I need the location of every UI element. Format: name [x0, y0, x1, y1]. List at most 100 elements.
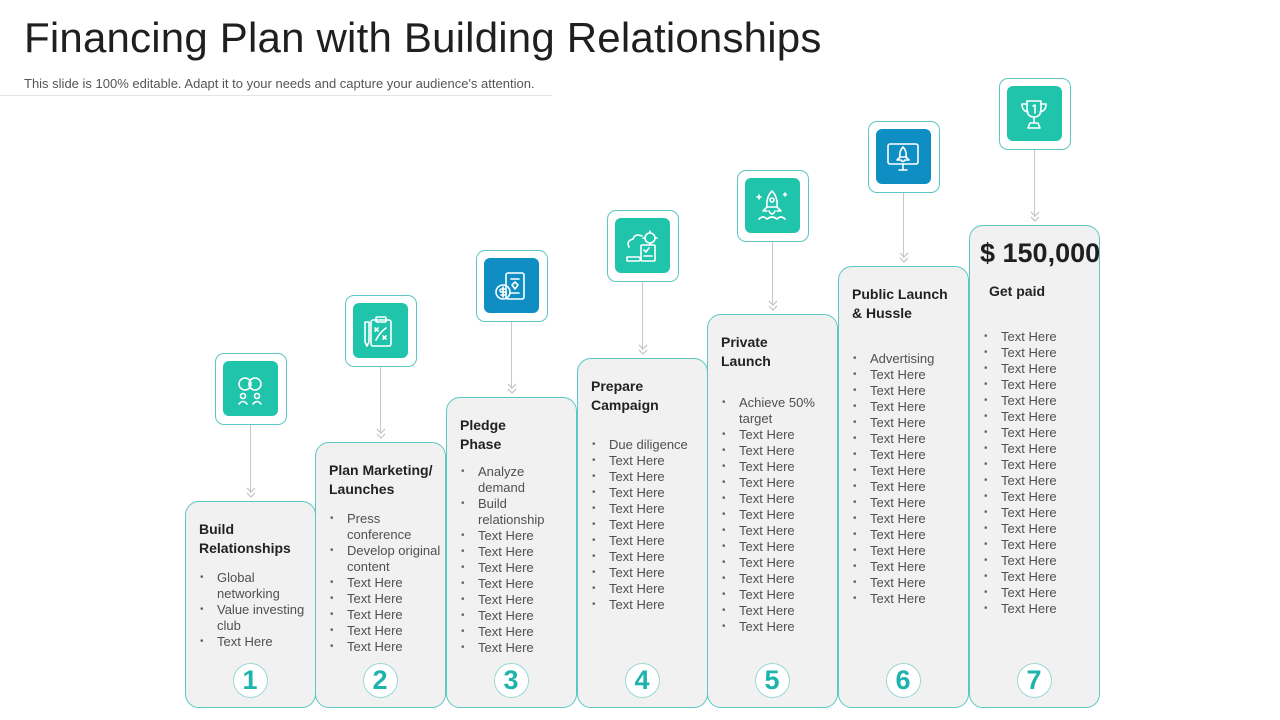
- step-number-badge: 6: [885, 663, 921, 698]
- step-bullet-item: Text Here: [853, 479, 964, 495]
- step-connector-arrow: [767, 242, 779, 312]
- rocket-launch-icon: [744, 178, 800, 233]
- step-bullet-item: Text Here: [722, 619, 833, 635]
- step-bullet-item: Text Here: [984, 425, 1095, 441]
- step-connector-arrow: [375, 367, 387, 440]
- step-icon-frame: [344, 295, 417, 367]
- cloud-gear-report-icon: [614, 218, 670, 273]
- step-bullet-item: Text Here: [984, 489, 1095, 505]
- step-bullet-item: Text Here: [853, 591, 964, 607]
- subtitle-divider: [0, 95, 552, 96]
- step-bullet-item: Text Here: [984, 457, 1095, 473]
- step-title: Get paid: [989, 283, 1046, 299]
- step-number-badge: 3: [493, 663, 529, 698]
- strategy-clipboard-icon: [352, 303, 408, 358]
- step-bullet-item: Text Here: [592, 565, 703, 581]
- slide-title: Financing Plan with Building Relationshi…: [24, 14, 822, 61]
- step-card-3: Pledge PhaseAnalyze demandBuild relation…: [446, 397, 577, 708]
- step-bullet-item: Value investing club: [200, 602, 311, 634]
- step-bullet-list: Due diligenceText HereText HereText Here…: [592, 437, 703, 613]
- step-bullet-list: Text HereText HereText HereText HereText…: [984, 329, 1095, 617]
- step-bullet-list: AdvertisingText HereText HereText HereTe…: [853, 351, 964, 607]
- step-number-badge: 5: [754, 663, 790, 698]
- step-bullet-item: Text Here: [592, 469, 703, 485]
- slide-subtitle: This slide is 100% editable. Adapt it to…: [24, 76, 535, 91]
- step-number-badge: 4: [624, 663, 660, 698]
- step-bullet-item: Text Here: [461, 640, 572, 656]
- step-bullet-list: Achieve 50% targetText HereText HereText…: [722, 395, 833, 635]
- step-icon-frame: [475, 250, 548, 322]
- step-icon-frame: [867, 121, 940, 193]
- step-card-4: Prepare CampaignDue diligenceText HereTe…: [577, 358, 708, 708]
- step-card-5: Private LaunchAchieve 50% targetText Her…: [707, 314, 838, 708]
- step-bullet-item: Text Here: [722, 571, 833, 587]
- step-bullet-item: Text Here: [330, 607, 441, 623]
- step-bullet-item: Text Here: [461, 608, 572, 624]
- step-bullet-item: Advertising: [853, 351, 964, 367]
- step-connector-arrow: [506, 322, 518, 395]
- step-bullet-item: Develop original content: [330, 543, 441, 575]
- step-bullet-item: Text Here: [592, 517, 703, 533]
- step-connector-arrow: [245, 425, 257, 499]
- step-bullet-item: Text Here: [722, 491, 833, 507]
- step-bullet-item: Text Here: [853, 511, 964, 527]
- step-bullet-item: Text Here: [984, 441, 1095, 457]
- step-bullet-item: Text Here: [461, 528, 572, 544]
- step-bullet-list: Analyze demandBuild relationshipText Her…: [461, 464, 572, 656]
- step-bullet-item: Text Here: [853, 575, 964, 591]
- step-card-2: Plan Marketing/ LaunchesPress conference…: [315, 442, 446, 708]
- step-title: Plan Marketing/ Launches: [329, 462, 433, 497]
- step-card-6: Public Launch & HussleAdvertisingText He…: [838, 266, 969, 708]
- dollar-document-icon: [483, 258, 539, 313]
- step-bullet-item: Text Here: [461, 544, 572, 560]
- step-bullet-item: Text Here: [330, 591, 441, 607]
- step-bullet-item: Text Here: [853, 559, 964, 575]
- step-bullet-item: Text Here: [984, 521, 1095, 537]
- trophy-icon: [1006, 86, 1062, 141]
- step-bullet-item: Text Here: [722, 507, 833, 523]
- step-bullet-item: Text Here: [461, 592, 572, 608]
- step-bullet-item: Text Here: [461, 576, 572, 592]
- step-bullet-item: Text Here: [722, 539, 833, 555]
- step-bullet-item: Text Here: [592, 581, 703, 597]
- step-bullet-list: Global networkingValue investing clubTex…: [200, 570, 311, 650]
- step-icon-frame: [998, 78, 1071, 150]
- step-title: Public Launch & Hussle: [852, 286, 948, 321]
- step-bullet-item: Text Here: [984, 377, 1095, 393]
- step-bullet-item: Text Here: [330, 575, 441, 591]
- step-bullet-item: Text Here: [330, 639, 441, 655]
- step-bullet-item: Text Here: [853, 399, 964, 415]
- step-bullet-item: Text Here: [592, 597, 703, 613]
- step-bullet-item: Build relationship: [461, 496, 572, 528]
- step-bullet-item: Text Here: [722, 603, 833, 619]
- step-icon-frame: [214, 353, 287, 425]
- step-bullet-item: Text Here: [330, 623, 441, 639]
- step-bullet-item: Text Here: [984, 361, 1095, 377]
- step-bullet-item: Text Here: [853, 367, 964, 383]
- step-bullet-item: Text Here: [722, 587, 833, 603]
- step-number-badge: 7: [1016, 663, 1052, 698]
- step-bullet-item: Text Here: [592, 501, 703, 517]
- step-bullet-item: Analyze demand: [461, 464, 572, 496]
- step-bullet-item: Text Here: [984, 505, 1095, 521]
- step-bullet-list: Press conferenceDevelop original content…: [330, 511, 441, 655]
- step-bullet-item: Achieve 50% target: [722, 395, 833, 427]
- step-title: Build Relationships: [199, 521, 291, 556]
- step-bullet-item: Text Here: [592, 485, 703, 501]
- step-bullet-item: Text Here: [461, 624, 572, 640]
- step-bullet-item: Text Here: [853, 447, 964, 463]
- step-bullet-item: Text Here: [984, 409, 1095, 425]
- step-bullet-item: Press conference: [330, 511, 441, 543]
- step-bullet-item: Text Here: [461, 560, 572, 576]
- step-bullet-item: Text Here: [984, 569, 1095, 585]
- step-bullet-item: Text Here: [984, 329, 1095, 345]
- chain-link-people-icon: [222, 361, 278, 416]
- step-number-badge: 2: [362, 663, 398, 698]
- step-bullet-item: Text Here: [722, 555, 833, 571]
- step-connector-arrow: [637, 282, 649, 356]
- step-card-1: Build RelationshipsGlobal networkingValu…: [185, 501, 316, 708]
- monitor-rocket-icon: [875, 129, 931, 184]
- step-bullet-item: Text Here: [722, 443, 833, 459]
- step-bullet-item: Text Here: [984, 537, 1095, 553]
